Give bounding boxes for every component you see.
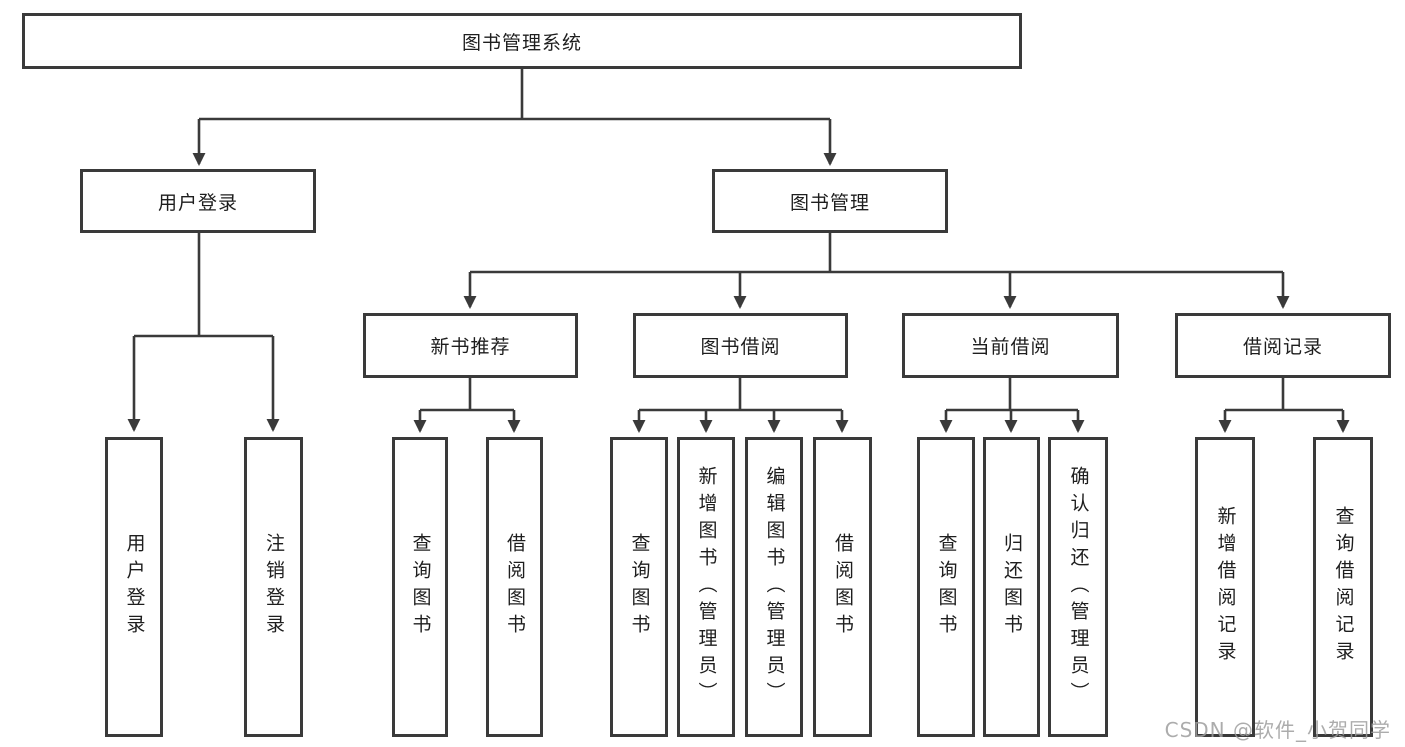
- node-library-management-system: 图书管理系统: [22, 13, 1022, 69]
- leaf-label: 查询借阅记录: [1332, 506, 1355, 668]
- leaf-label: 查询图书: [409, 533, 432, 641]
- leaf-user-login: 用户登录: [105, 437, 163, 737]
- leaf-label: 用户登录: [123, 533, 146, 641]
- leaf-edit-book-admin: 编辑图书（管理员）: [745, 437, 803, 737]
- node-new-book-recommend: 新书推荐: [363, 313, 578, 378]
- leaf-label: 注销登录: [263, 533, 285, 641]
- leaf-query-books-current: 查询图书: [917, 437, 975, 737]
- leaf-label: 新增图书（管理员）: [695, 465, 718, 709]
- leaf-confirm-return-admin: 确认归还（管理员）: [1048, 437, 1108, 737]
- leaf-label: 编辑图书（管理员）: [763, 465, 786, 709]
- leaf-add-book-admin: 新增图书（管理员）: [677, 437, 735, 737]
- leaf-query-borrow-record: 查询借阅记录: [1313, 437, 1373, 737]
- leaf-label: 新增借阅记录: [1214, 506, 1237, 668]
- leaf-label: 确认归还（管理员）: [1067, 465, 1090, 709]
- node-label: 当前借阅: [970, 336, 1051, 358]
- leaf-label: 借阅图书: [832, 533, 854, 641]
- node-label: 图书借阅: [700, 336, 781, 358]
- leaf-query-books-recommend: 查询图书: [392, 437, 448, 737]
- leaf-label: 查询图书: [935, 533, 958, 641]
- node-label: 新书推荐: [430, 336, 511, 358]
- leaf-add-borrow-record: 新增借阅记录: [1195, 437, 1255, 737]
- leaf-label: 归还图书: [1001, 533, 1023, 641]
- leaf-query-books-borrow: 查询图书: [610, 437, 668, 737]
- node-borrow-records: 借阅记录: [1175, 313, 1391, 378]
- node-user-login: 用户登录: [80, 169, 316, 233]
- leaf-borrow-books: 借阅图书: [813, 437, 872, 737]
- node-book-management: 图书管理: [712, 169, 948, 233]
- leaf-label: 查询图书: [628, 533, 651, 641]
- leaf-borrow-books-recommend: 借阅图书: [486, 437, 543, 737]
- node-current-borrow: 当前借阅: [902, 313, 1119, 378]
- node-label: 图书管理系统: [461, 31, 582, 54]
- leaf-return-book: 归还图书: [983, 437, 1040, 737]
- leaf-label: 借阅图书: [504, 533, 526, 641]
- leaf-logout: 注销登录: [244, 437, 303, 737]
- node-book-borrow: 图书借阅: [633, 313, 848, 378]
- node-label: 借阅记录: [1242, 336, 1323, 358]
- node-label: 图书管理: [789, 191, 870, 214]
- node-label: 用户登录: [157, 191, 238, 214]
